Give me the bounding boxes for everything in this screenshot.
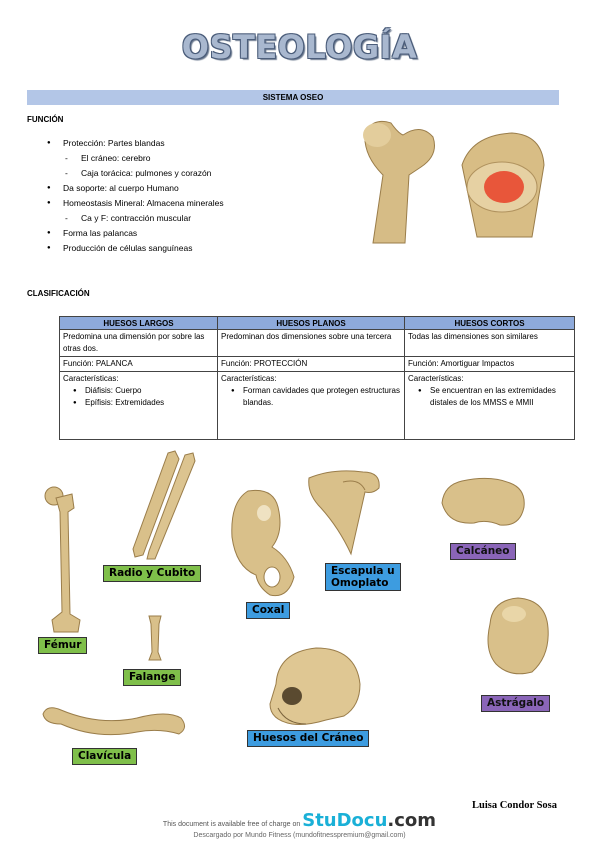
label-escapula-line2: Omoplato <box>331 577 389 589</box>
col-header-planos: HUESOS PLANOS <box>217 316 405 330</box>
bullet: Epífisis: Extremidades <box>73 397 214 409</box>
funcion-item: Producción de células sanguíneas <box>47 241 327 256</box>
label-astragalo: Astrágalo <box>481 695 551 712</box>
footer-available: This document is available free of charg… <box>0 810 599 831</box>
bullet: Se encuentran en las extremidades distal… <box>418 385 571 409</box>
label-calcaneo: Calcáneo <box>450 543 516 560</box>
femur-image <box>44 486 81 633</box>
craneo-image <box>269 647 361 725</box>
label-femur: Fémur <box>38 637 88 654</box>
funcion-item: Da soporte: al cuerpo Humano <box>47 181 327 196</box>
label-radio-cubito: Radio y Cubito <box>103 565 202 582</box>
cell: Predominan dos dimensiones sobre una ter… <box>217 329 405 357</box>
bone-cross-section-image <box>461 132 545 238</box>
clasificacion-table: HUESOS LARGOS HUESOS PLANOS HUESOS CORTO… <box>59 316 575 440</box>
cell: Función: PALANCA <box>59 356 218 372</box>
funcion-item: Homeostasis Mineral: Almacena minerales <box>47 196 327 211</box>
label-escapula-line1: Escapula u <box>331 565 395 577</box>
calcaneo-image <box>441 477 525 526</box>
funcion-subitem: Ca y F: contracción muscular <box>47 211 327 226</box>
char-label: Características: <box>63 374 119 383</box>
funcion-subitem: El cráneo: cerebro <box>47 151 327 166</box>
cell: Características: Se encuentran en las ex… <box>404 371 575 440</box>
cell: Predomina una dimensión por sobre las ot… <box>59 329 218 357</box>
planos-bullets: Forman cavidades que protegen estructura… <box>221 385 401 409</box>
falange-image <box>148 615 162 661</box>
clavicula-image <box>42 707 185 736</box>
footer-downloaded: Descargado por Mundo Fitness (mundofitne… <box>193 832 406 839</box>
cortos-bullets: Se encuentran en las extremidades distal… <box>408 385 571 409</box>
label-escapula: Escapula u Omoplato <box>325 563 401 591</box>
bullet: Forman cavidades que protegen estructura… <box>231 385 401 409</box>
funcion-item: Protección: Partes blandas <box>47 136 327 151</box>
bullet: Diáfisis: Cuerpo <box>73 385 214 397</box>
label-craneo: Huesos del Cráneo <box>247 730 370 747</box>
cell: Todas las dimensiones son similares <box>404 329 575 357</box>
studocu-logo[interactable]: StuDocu.com <box>302 810 436 831</box>
char-label: Características: <box>221 374 277 383</box>
cell: Función: Amortiguar Impactos <box>404 356 575 372</box>
cell: Características: Diáfisis: Cuerpo Epífis… <box>59 371 218 440</box>
label-falange: Falange <box>123 669 182 686</box>
col-header-largos: HUESOS LARGOS <box>59 316 218 330</box>
brand-a: StuDocu <box>302 810 388 831</box>
footer-available-text: This document is available free of charg… <box>162 821 301 828</box>
brand-b: .com <box>387 810 437 831</box>
escapula-image <box>308 470 380 556</box>
radio-cubito-image <box>132 450 196 560</box>
page-title: OSTEOLOGÍA <box>181 28 418 66</box>
funcion-item: Forma las palancas <box>47 226 327 241</box>
cell: Características: Forman cavidades que pr… <box>217 371 405 440</box>
author-name: Luisa Condor Sosa <box>471 800 557 811</box>
funcion-heading: FUNCIÓN <box>27 115 64 124</box>
label-clavicula: Clavícula <box>72 748 138 765</box>
char-label: Características: <box>408 374 464 383</box>
label-coxal: Coxal <box>246 602 291 619</box>
cell: Función: PROTECCIÓN <box>217 356 405 372</box>
largos-bullets: Diáfisis: Cuerpo Epífisis: Extremidades <box>63 385 214 409</box>
astragalo-image <box>487 597 549 675</box>
femur-head-image <box>363 120 435 244</box>
funcion-subitem: Caja torácica: pulmones y corazón <box>47 166 327 181</box>
clasificacion-heading: CLASIFICACIÓN <box>27 289 90 298</box>
section-band: SISTEMA OSEO <box>27 90 559 105</box>
coxal-image <box>231 489 295 597</box>
col-header-cortos: HUESOS CORTOS <box>404 316 575 330</box>
funcion-list: Protección: Partes blandasEl cráneo: cer… <box>47 136 327 256</box>
